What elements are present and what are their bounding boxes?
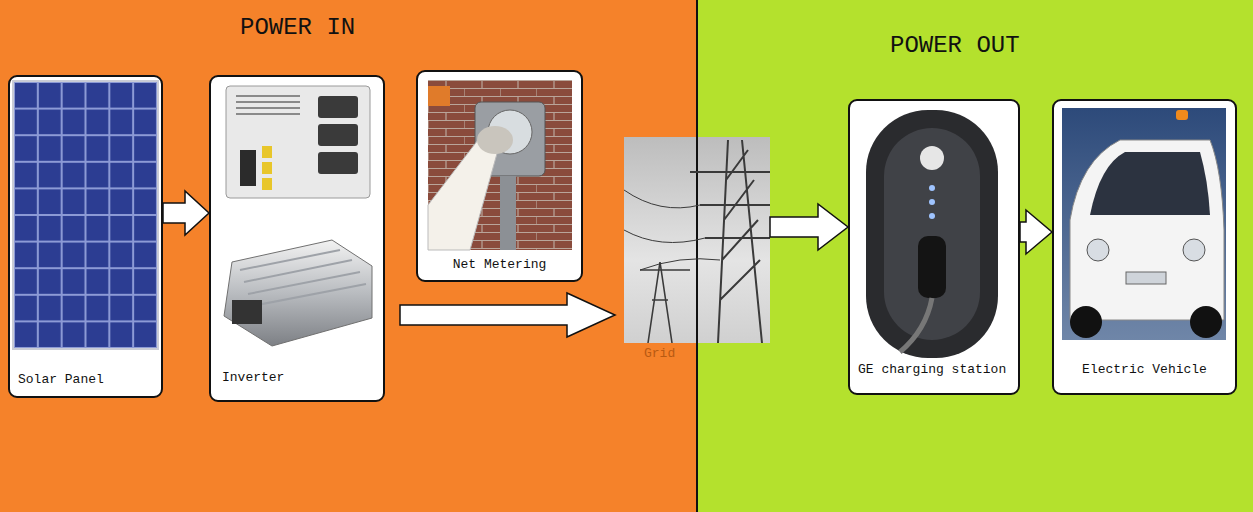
inverter-top bbox=[226, 86, 370, 198]
vehicle-photo bbox=[1062, 108, 1226, 340]
cable bbox=[900, 298, 932, 352]
node-label: Grid bbox=[644, 347, 675, 362]
terminal bbox=[262, 178, 272, 190]
solar-panel-image bbox=[12, 80, 159, 350]
arm-sleeve bbox=[428, 140, 498, 250]
node-label: GE charging station bbox=[858, 363, 1006, 378]
block-arrow bbox=[770, 204, 848, 250]
tower-lattice bbox=[718, 140, 762, 343]
block-arrow bbox=[1020, 210, 1052, 254]
component-box: Net Metering bbox=[416, 70, 583, 282]
node-label: Solar Panel bbox=[18, 373, 104, 388]
node-label: Electric Vehicle bbox=[1054, 363, 1235, 378]
status-light bbox=[929, 199, 935, 205]
block-arrow bbox=[163, 191, 209, 235]
conduit bbox=[500, 176, 516, 250]
status-light bbox=[929, 185, 935, 191]
panel-frame bbox=[12, 80, 159, 350]
outlet bbox=[318, 96, 358, 118]
solar-cells bbox=[14, 82, 157, 348]
block-arrow bbox=[400, 293, 615, 337]
brand-badge bbox=[920, 146, 944, 170]
plug-holder bbox=[918, 236, 946, 298]
band-title: POWER OUT bbox=[890, 32, 1020, 60]
meter-glass bbox=[488, 110, 532, 154]
divider-line bbox=[696, 0, 698, 512]
power-tower-image bbox=[624, 140, 770, 343]
charger-body bbox=[866, 110, 998, 358]
node-label: Net Metering bbox=[418, 258, 581, 273]
power-band: GE charging station Electric Vehicle POWER… bbox=[697, 0, 1253, 512]
car-body bbox=[1070, 140, 1224, 320]
plate bbox=[1126, 272, 1166, 284]
terminal bbox=[262, 146, 272, 158]
outlet bbox=[318, 152, 358, 174]
wheel bbox=[1070, 306, 1102, 338]
vent-slots bbox=[236, 96, 300, 114]
terminal-block bbox=[240, 150, 256, 186]
inverter-bottom bbox=[224, 240, 372, 346]
outlet bbox=[318, 124, 358, 146]
component-box: Solar Panel bbox=[8, 75, 163, 398]
power-band: Solar Panel Inverter Net Metering POWER IN bbox=[0, 0, 697, 512]
windshield bbox=[1090, 152, 1210, 215]
cooling-fins bbox=[240, 250, 366, 306]
photo-background bbox=[1062, 108, 1226, 340]
component-box: GE charging station bbox=[848, 99, 1020, 395]
meter-box bbox=[475, 102, 545, 176]
grid-photo: Grid bbox=[624, 137, 770, 343]
meter-photo bbox=[428, 80, 572, 250]
charger-image bbox=[866, 110, 998, 358]
inverter-image bbox=[224, 86, 372, 346]
component-box: Electric Vehicle bbox=[1052, 99, 1237, 395]
beacon bbox=[1176, 110, 1188, 120]
wires bbox=[624, 190, 720, 270]
headlight bbox=[1087, 239, 1109, 261]
glove-cuff bbox=[428, 86, 450, 106]
band-title: POWER IN bbox=[240, 14, 355, 42]
control-panel bbox=[232, 300, 262, 324]
gloved-hand bbox=[477, 126, 513, 154]
node-label: Inverter bbox=[222, 371, 284, 386]
status-light bbox=[929, 213, 935, 219]
brick-wall bbox=[428, 80, 572, 250]
charger-face bbox=[884, 128, 980, 340]
headlight bbox=[1183, 239, 1205, 261]
wheel bbox=[1190, 306, 1222, 338]
cross-arms bbox=[690, 172, 770, 238]
component-box: Inverter bbox=[209, 75, 385, 402]
tower-small bbox=[640, 262, 690, 343]
terminal bbox=[262, 162, 272, 174]
